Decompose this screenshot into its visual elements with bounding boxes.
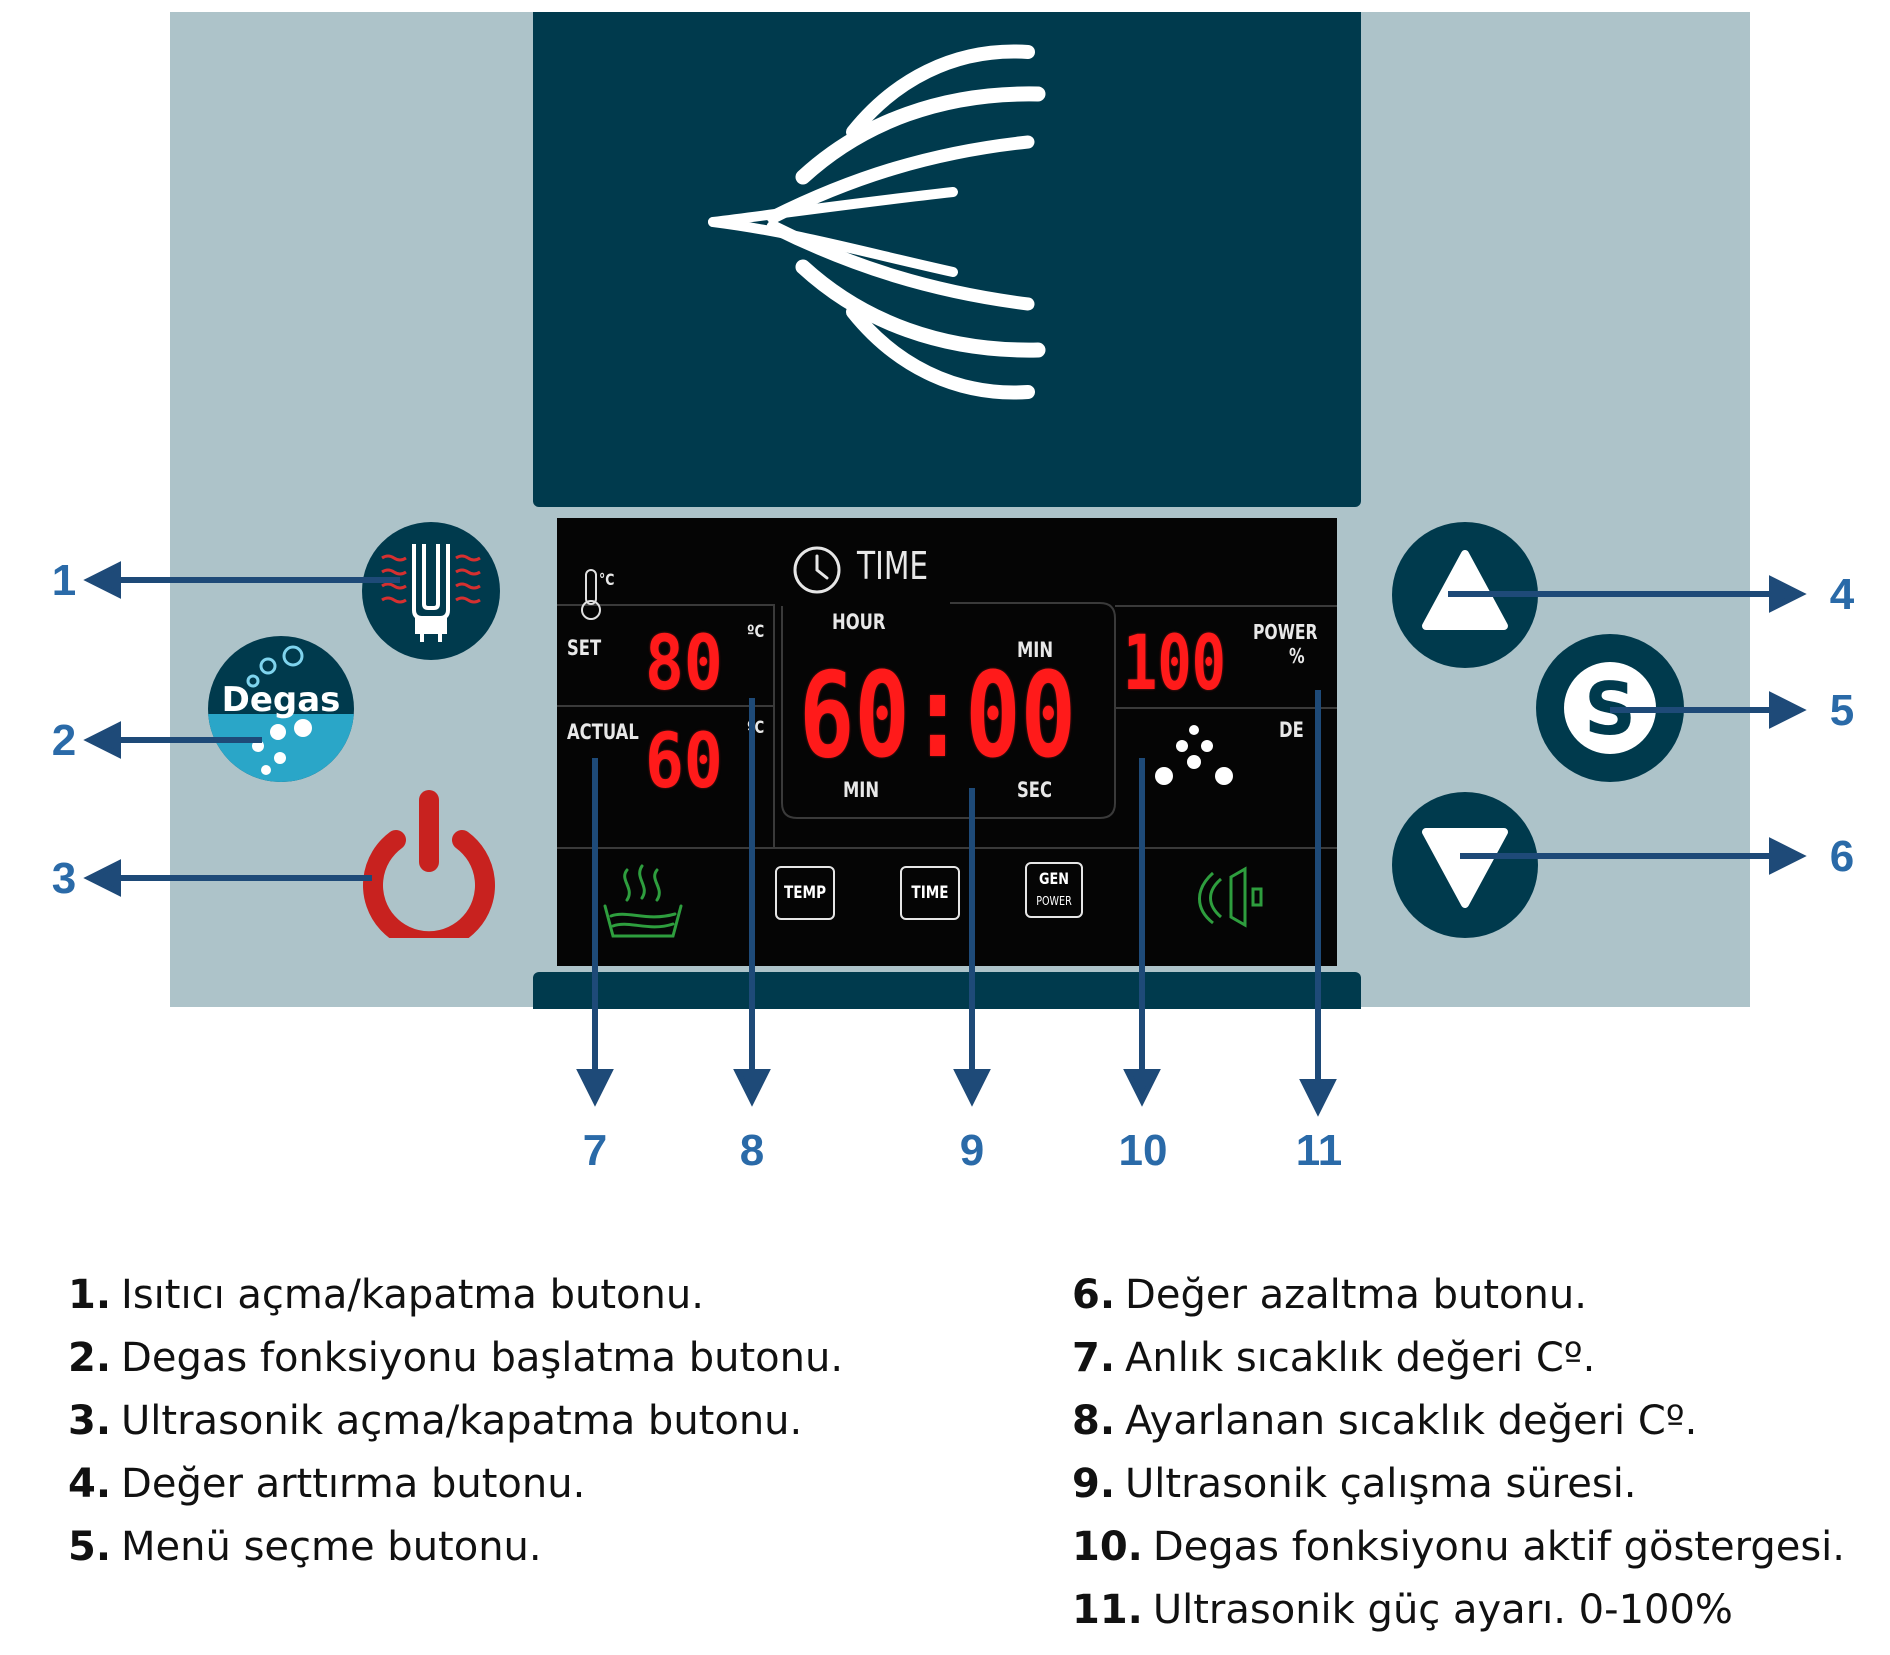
legend-item-11: 11.Ultrasonik güç ayarı. 0-100%	[1072, 1587, 1733, 1633]
gen-power-mode-icon: GEN POWER	[1025, 862, 1083, 918]
callout-number-8: 8	[739, 1126, 765, 1175]
callout-arrowhead-5	[1769, 691, 1807, 729]
time-hour-label: HOUR	[832, 610, 886, 634]
callout-arrowhead-1	[83, 561, 121, 599]
heater-icon	[381, 544, 481, 642]
time-min-label-top: MIN	[1017, 638, 1054, 662]
callout-arrowhead-3	[83, 859, 121, 897]
wave-logo-icon	[708, 44, 1046, 400]
callout-arrowhead-11	[1299, 1079, 1337, 1117]
heating-bath-icon	[603, 864, 683, 938]
legend-item-4: 4.Değer arttırma butonu.	[68, 1461, 586, 1507]
set-unit: ºC	[747, 622, 765, 642]
power-unit: %	[1289, 644, 1305, 668]
actual-temperature-value: 60	[645, 716, 723, 805]
callout-number-10: 10	[1118, 1126, 1168, 1175]
callout-number-2: 2	[51, 716, 77, 765]
down-arrow-icon	[1422, 828, 1508, 908]
callout-number-9: 9	[959, 1126, 985, 1175]
time-sec-label: SEC	[1017, 778, 1053, 802]
degas-button[interactable]: Degas	[208, 636, 354, 782]
time-min-label-bottom: MIN	[843, 778, 880, 802]
callout-arrowhead-10	[1123, 1069, 1161, 1107]
callout-arrowhead-2	[83, 721, 121, 759]
degas-bubbles-icon	[1155, 725, 1233, 785]
time-title: TIME	[857, 544, 929, 588]
legend-item-8: 8.Ayarlanan sıcaklık değeri Cº.	[1072, 1398, 1698, 1444]
decrease-button[interactable]	[1392, 792, 1538, 938]
set-label: SET	[567, 636, 602, 660]
legend-item-7: 7.Anlık sıcaklık değeri Cº.	[1072, 1335, 1596, 1381]
callout-number-11: 11	[1295, 1126, 1343, 1175]
power-value: 100	[1123, 618, 1226, 707]
heater-toggle-button[interactable]	[362, 522, 500, 660]
callout-number-6: 6	[1829, 832, 1855, 881]
degas-button-label: Degas	[221, 680, 341, 720]
callout-number-3: 3	[51, 854, 77, 903]
callout-number-5: 5	[1829, 686, 1855, 735]
power-label: POWER	[1253, 620, 1318, 644]
temp-mode-icon: TEMP	[775, 866, 835, 920]
callout-arrowhead-4	[1769, 575, 1807, 613]
legend-item-1: 1.Isıtıcı açma/kapatma butonu.	[68, 1272, 704, 1318]
thermometer-icon	[581, 569, 601, 620]
callout-number-4: 4	[1829, 570, 1855, 619]
time-mode-icon: TIME	[900, 866, 960, 920]
clock-icon	[793, 546, 841, 594]
degas-partial-label: DE	[1279, 718, 1304, 742]
legend-item-3: 3.Ultrasonik açma/kapatma butonu.	[68, 1398, 803, 1444]
set-temperature-value: 80	[645, 618, 723, 707]
power-icon	[363, 790, 495, 938]
brand-header-area	[533, 12, 1361, 507]
callout-arrowhead-6	[1769, 837, 1807, 875]
time-value: 60:00	[799, 646, 1077, 784]
callout-arrowhead-8	[733, 1069, 771, 1107]
thermo-unit: °C	[599, 570, 615, 589]
callout-number-1: 1	[51, 556, 77, 605]
actual-label: ACTUAL	[567, 720, 639, 744]
legend-item-2: 2.Degas fonksiyonu başlatma butonu.	[68, 1335, 844, 1381]
ultrasonic-speaker-icon	[1198, 866, 1263, 928]
legend-item-9: 9.Ultrasonik çalışma süresi.	[1072, 1461, 1637, 1507]
legend-item-10: 10.Degas fonksiyonu aktif göstergesi.	[1072, 1524, 1845, 1570]
callout-arrowhead-7	[576, 1069, 614, 1107]
panel-bottom-strip	[533, 972, 1361, 1009]
callout-number-7: 7	[582, 1126, 608, 1175]
up-arrow-icon	[1422, 550, 1508, 630]
ultrasonic-power-button[interactable]	[358, 788, 500, 938]
legend-item-6: 6.Değer azaltma butonu.	[1072, 1272, 1587, 1318]
callout-arrowhead-9	[953, 1069, 991, 1107]
legend-item-5: 5.Menü seçme butonu.	[68, 1524, 542, 1570]
